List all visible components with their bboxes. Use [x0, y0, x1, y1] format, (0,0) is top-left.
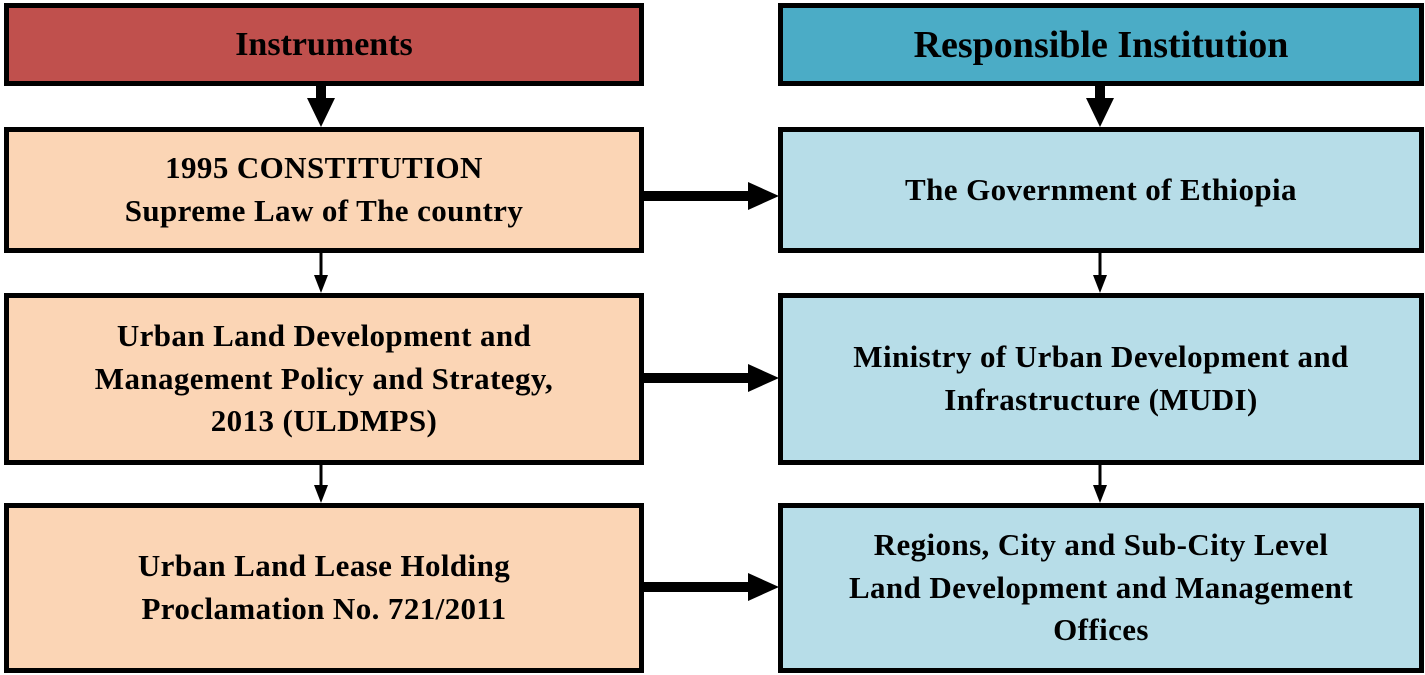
arrow-down-icon	[1093, 464, 1107, 503]
instruments-header-label: Instruments	[235, 25, 413, 63]
instrument-constitution-label: 1995 CONSTITUTION Supreme Law of The cou…	[124, 150, 524, 228]
institution-mudi-label: Ministry of Urban Development and Infras…	[853, 339, 1349, 417]
instrument-uldmps-label: Urban Land Development and Management Po…	[94, 317, 554, 439]
institution-mudi-box: Ministry of Urban Development and Infras…	[778, 293, 1424, 465]
instrument-lease-proclamation-box: Urban Land Lease Holding Proclamation No…	[4, 503, 644, 673]
arrow-down-icon	[314, 464, 328, 503]
instruments-header: Instruments	[4, 3, 644, 86]
instrument-constitution-box: 1995 CONSTITUTION Supreme Law of The cou…	[4, 127, 644, 253]
arrow-down-icon	[307, 84, 335, 127]
arrow-right-icon	[642, 182, 779, 210]
arrow-right-icon	[642, 573, 779, 601]
institution-government-label: The Government of Ethiopia	[905, 171, 1297, 207]
arrow-right-icon	[642, 364, 779, 392]
arrow-down-icon	[1093, 252, 1107, 293]
arrow-down-icon	[314, 252, 328, 293]
arrow-down-icon	[1086, 84, 1114, 127]
instrument-lease-proclamation-label: Urban Land Lease Holding Proclamation No…	[137, 548, 511, 626]
instrument-uldmps-box: Urban Land Development and Management Po…	[4, 293, 644, 465]
institution-regional-offices-box: Regions, City and Sub-City Level Land De…	[778, 503, 1424, 673]
responsible-institution-header: Responsible Institution	[778, 3, 1424, 86]
institution-government-box: The Government of Ethiopia	[778, 127, 1424, 253]
responsible-institution-header-label: Responsible Institution	[913, 23, 1289, 66]
institution-regional-offices-label: Regions, City and Sub-City Level Land De…	[848, 526, 1354, 648]
